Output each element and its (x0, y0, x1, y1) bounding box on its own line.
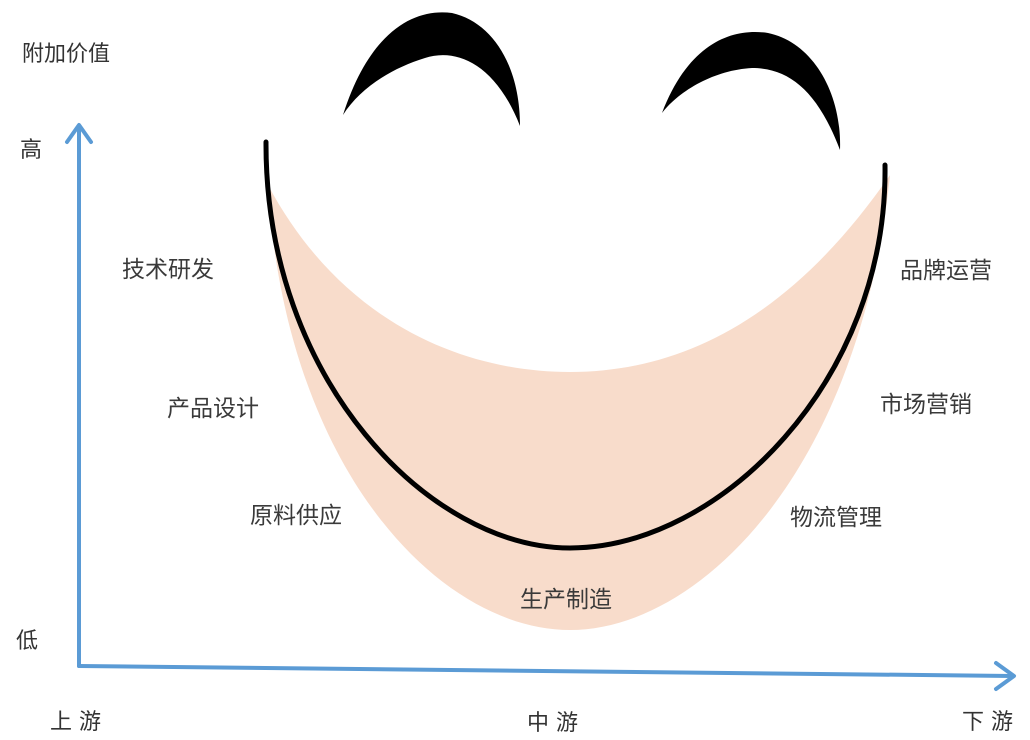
stage-raw-supply: 原料供应 (250, 503, 342, 529)
y-axis-high-label: 高 (20, 138, 43, 163)
x-axis-arrow (994, 661, 1016, 691)
smile-band (268, 175, 890, 630)
stage-manufacturing: 生产制造 (520, 587, 612, 613)
y-axis-low-label: 低 (16, 629, 39, 654)
x-axis-upstream-label: 上 游 (50, 710, 101, 735)
x-axis-line (77, 664, 1014, 678)
stage-marketing: 市场营销 (880, 392, 972, 418)
smile-curve (263, 139, 888, 551)
stage-tech-rd: 技术研发 (122, 257, 214, 283)
y-axis-title: 附加价值 (22, 42, 111, 67)
stage-product-design: 产品设计 (167, 396, 259, 422)
axes (65, 123, 1016, 691)
stage-logistics: 物流管理 (790, 505, 882, 531)
left-eye (343, 12, 520, 126)
y-axis-arrow (65, 123, 93, 144)
x-axis-downstream-label: 下 游 (962, 710, 1013, 735)
x-axis-midstream-label: 中 游 (527, 711, 578, 736)
stage-brand-ops: 品牌运营 (900, 258, 992, 284)
right-eye (662, 32, 841, 150)
